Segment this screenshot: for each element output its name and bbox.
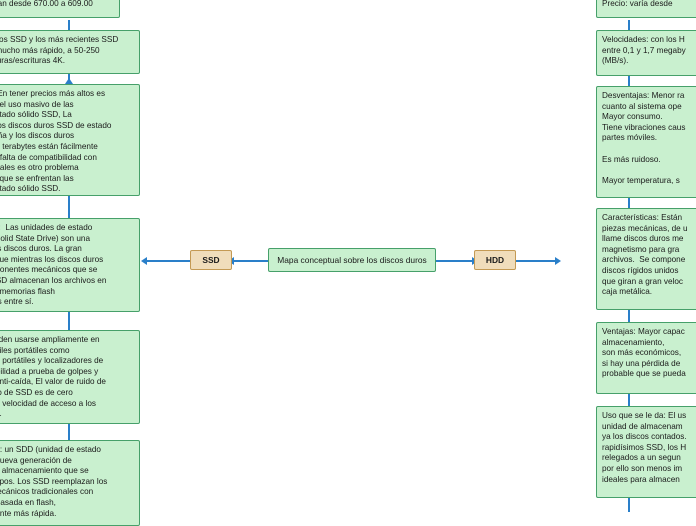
node-ssd-ventajas[interactable]: Pueden usarse ampliamente en móviles por…: [0, 330, 140, 424]
node-hdd-caracteristicas[interactable]: Características: Están piezas mecánicas,…: [596, 208, 696, 310]
connector-ssd-to-left-spine: [145, 260, 190, 262]
node-ssd-desventajas[interactable]: as: En tener precios más altos es ulta e…: [0, 84, 140, 196]
node-branch-ssd[interactable]: SSD: [190, 250, 232, 270]
connector-hdd-to-right-spine: [512, 260, 557, 262]
node-ssd-velocidades[interactable]: as: los SSD y los más recientes SSD an m…: [0, 30, 140, 74]
node-ssd-uso[interactable]: e da: un SDD (unidad de estado na nueva …: [0, 440, 140, 526]
node-hdd-uso[interactable]: Uso que se le da: El us unidad de almace…: [596, 406, 696, 498]
connector-center-to-hdd: [436, 260, 474, 262]
node-ssd-precio[interactable]: varían desde 670.00 a 609.00: [0, 0, 120, 18]
node-hdd-precio[interactable]: Precio: varía desde: [596, 0, 696, 18]
node-hdd-velocidades[interactable]: Velocidades: con los H entre 0,1 y 1,7 m…: [596, 30, 696, 76]
connector-center-to-ssd: [232, 260, 268, 262]
arrow-left-up-2: [65, 78, 73, 84]
arrow-to-left-spine: [141, 257, 147, 265]
node-hdd-ventajas[interactable]: Ventajas: Mayor capac almacenamiento, so…: [596, 322, 696, 394]
node-ssd-caracteristicas[interactable]: icas: Las unidades de estado D (Solid St…: [0, 218, 140, 312]
node-center-title[interactable]: Mapa conceptual sobre los discos duros: [268, 248, 436, 272]
node-hdd-desventajas[interactable]: Desventajas: Menor ra cuanto al sistema …: [596, 86, 696, 198]
arrow-to-right-spine: [555, 257, 561, 265]
node-branch-hdd[interactable]: HDD: [474, 250, 516, 270]
